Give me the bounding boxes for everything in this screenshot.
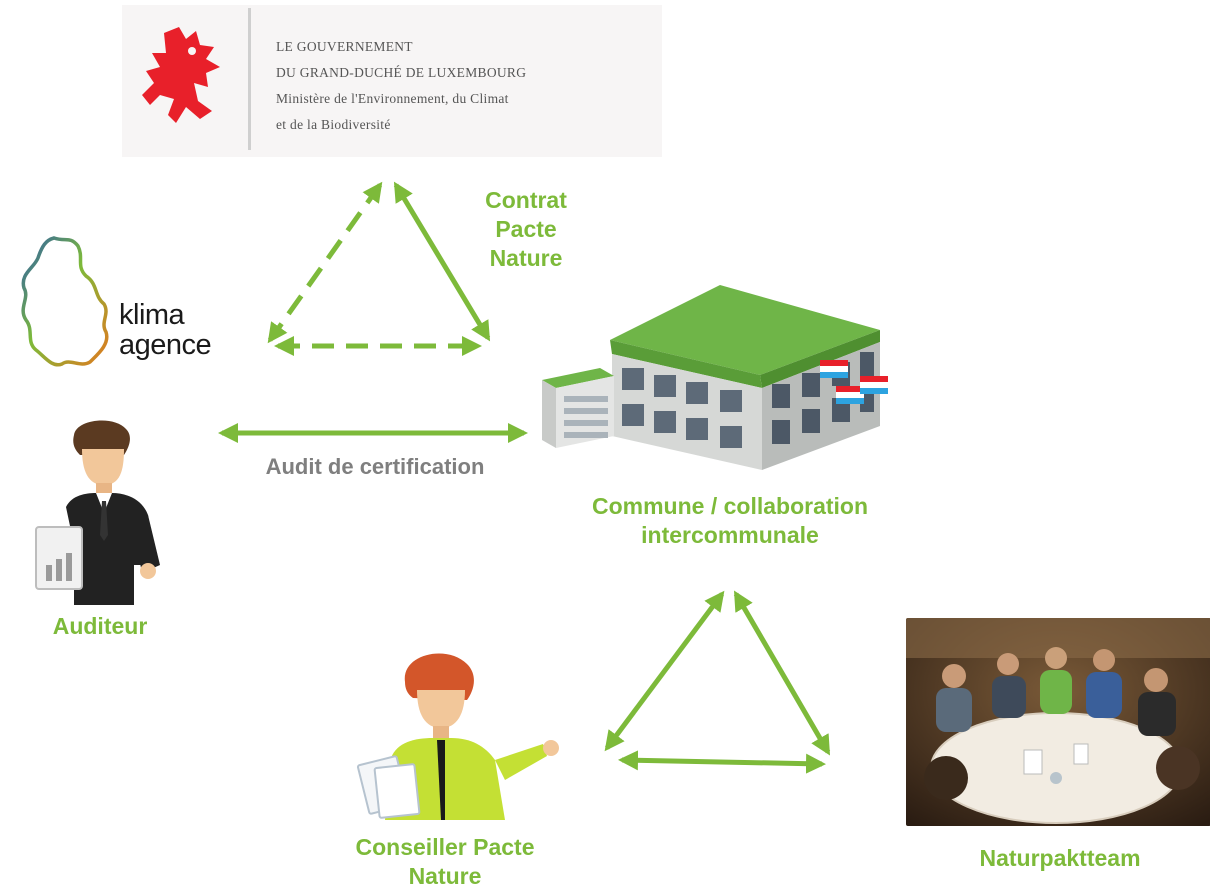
klima-agence-logo: klima agence [119,299,212,361]
auditor-label: Auditeur [52,613,148,639]
advisor-label-line-2: Nature [408,863,482,889]
gov-logo-line-2: DU GRAND-DUCHÉ DE LUXEMBOURG [276,65,527,80]
arrow-advisor-team [618,750,826,774]
advisor-label-line-1: Conseiller Pacte [355,834,535,860]
naturpaktteam-photo [906,618,1210,826]
arrow-commune-advisor [604,590,725,752]
town-hall-building-icon [542,285,888,470]
advisor-label: Conseiller Pacte Nature [310,833,580,891]
gov-logo-line-1: LE GOUVERNEMENT [276,39,413,54]
contract-label-line-1: Contrat [485,187,567,213]
gov-logo-line-3: Ministère de l'Environnement, du Climat [276,91,509,106]
klima-logo-line-1: klima [119,299,185,331]
government-logo: LE GOUVERNEMENT DU GRAND-DUCHÉ DE LUXEMB… [122,5,662,157]
arrow-commune-team [733,590,831,756]
commune-label-line-1: Commune / collaboration [591,493,869,519]
commune-label: Commune / collaboration intercommunale [530,492,930,550]
audit-label: Audit de certification [265,454,485,479]
commune-label-line-2: intercommunale [641,522,819,548]
gov-logo-divider [248,8,251,150]
team-meeting-image [906,618,1210,826]
klima-logo-line-2: agence [119,329,212,361]
advisor-person-icon [356,653,559,820]
luxembourg-outline-icon [21,236,109,367]
contract-label-line-2: Pacte [495,216,557,242]
arrow-ministry-commune [393,181,491,342]
gov-logo-line-4: et de la Biodiversité [276,117,391,132]
arrow-ministry-klima [267,181,383,344]
contract-label-line-3: Nature [489,245,563,271]
red-lion-icon [142,27,220,123]
team-label: Naturpaktteam [979,845,1141,871]
auditor-person-icon [35,420,160,605]
contract-label: Contrat Pacte Nature [458,186,594,273]
